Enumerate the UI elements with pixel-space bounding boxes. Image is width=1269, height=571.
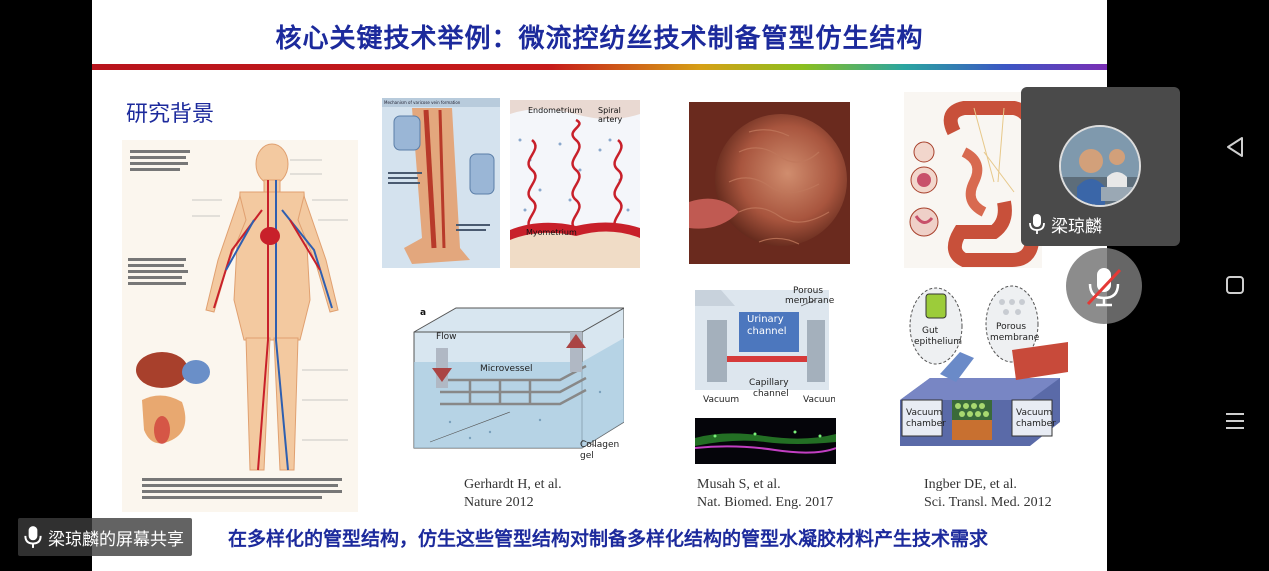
gut-chamber-left-label: chamber xyxy=(906,419,946,429)
mute-button[interactable] xyxy=(1066,248,1142,324)
gut-vacuum-right-label: Vacuum xyxy=(1016,408,1053,418)
caption-gerhardt-journal: Nature 2012 xyxy=(464,495,534,510)
urinary-label: Urinary xyxy=(747,314,784,325)
avatar xyxy=(1059,125,1141,207)
leg-vein-figure: Mechanism of varicose vein formation xyxy=(382,98,500,268)
vessel-panel-letter: a xyxy=(420,308,427,318)
gut-label: Gut xyxy=(922,326,939,336)
home-square-icon xyxy=(1226,276,1244,294)
title-underline-bar xyxy=(92,64,1107,70)
spiral-artery-illustration xyxy=(510,100,640,268)
participant-name-row: 梁琼麟 xyxy=(1029,211,1102,237)
spiral-artery-label: Spiral artery xyxy=(598,106,623,124)
slide-title: 核心关键技术举例：微流控纺丝技术制备管型仿生结构 xyxy=(275,24,924,54)
gut-vacuum-left-label: Vacuum xyxy=(906,408,943,418)
screen-share-banner: 梁琼麟的屏幕共享 xyxy=(18,518,192,556)
kidney-chip-figure: Porous membrane Urinary channel Capillar… xyxy=(695,286,835,410)
shared-slide: 核心关键技术举例：微流控纺丝技术制备管型仿生结构 研究背景 xyxy=(92,0,1107,571)
menu-lines-icon xyxy=(1226,413,1244,429)
endometrium-figure: Endometrium Spiral artery Myometrium xyxy=(510,100,640,268)
participant-name: 梁琼麟 xyxy=(1051,216,1102,237)
slide-bottom-text: 在多样化的管型结构，仿生这些管型结构对制备多样化结构的管型水凝胶材料产生技术需求 xyxy=(228,528,989,550)
kidney-membrane-label: membrane xyxy=(785,296,835,306)
human-circulatory-figure xyxy=(122,140,358,512)
section-label: 研究背景 xyxy=(126,102,215,127)
leg-vein-illustration xyxy=(382,98,500,268)
kidney-vacuum-right-label: Vacuum xyxy=(803,395,835,405)
intestine-figure xyxy=(904,92,1042,268)
microphone-muted-icon xyxy=(1086,268,1122,307)
caption-gerhardt-author: Gerhardt H, et al. xyxy=(464,477,562,492)
kidney-vacuum-left-label: Vacuum xyxy=(703,395,740,405)
home-button[interactable] xyxy=(1220,270,1250,300)
microvessel-figure: a Flow Microvessel Collagen gel xyxy=(410,292,624,466)
caption-musah-author: Musah S, et al. xyxy=(697,477,781,492)
urinary-channel-label: channel xyxy=(747,326,787,337)
capillary-label: Capillary xyxy=(749,378,789,388)
microphone-icon xyxy=(24,526,42,548)
avatar-photo xyxy=(1061,127,1139,205)
menu-button[interactable] xyxy=(1220,406,1250,436)
capillary-channel-label: channel xyxy=(753,389,789,399)
fluorescence-image xyxy=(695,418,836,464)
gut-membrane-label: membrane xyxy=(990,333,1040,343)
microvessel-illustration xyxy=(413,307,624,449)
gut-porous-label: Porous xyxy=(996,322,1027,332)
gel-label: gel xyxy=(580,451,594,461)
back-triangle-icon xyxy=(1227,137,1243,157)
screen-share-label: 梁琼麟的屏幕共享 xyxy=(48,529,184,550)
gut-chamber-right-label: chamber xyxy=(1016,419,1056,429)
kidney-porous-label: Porous xyxy=(793,286,824,296)
gut-chip-illustration xyxy=(900,285,1068,446)
epithelium-label: epithelium xyxy=(914,337,962,347)
intestine-illustration xyxy=(904,92,1042,268)
caption-ingber-author: Ingber DE, et al. xyxy=(924,477,1017,492)
endometrium-label: Endometrium xyxy=(528,106,583,115)
participant-tile[interactable]: 梁琼麟 xyxy=(1021,87,1180,246)
organ-photo xyxy=(689,102,850,264)
caption-musah-journal: Nat. Biomed. Eng. 2017 xyxy=(697,495,834,510)
organ-tissue-photo xyxy=(689,102,850,264)
kidney-chip-illustration xyxy=(695,290,829,390)
myometrium-label: Myometrium xyxy=(526,228,577,237)
gut-chip-figure: Gut epithelium Porous membrane Vacuum ch… xyxy=(900,282,1070,450)
microvessel-label: Microvessel xyxy=(480,364,533,374)
collagen-label: Collagen xyxy=(580,440,620,450)
caption-ingber-journal: Sci. Transl. Med. 2012 xyxy=(924,495,1052,510)
human-body-illustration xyxy=(122,140,358,512)
fluorescence-micrograph xyxy=(695,418,836,464)
microphone-icon xyxy=(1029,214,1045,234)
flow-label: Flow xyxy=(436,332,457,342)
leg-figure-title: Mechanism of varicose vein formation xyxy=(384,100,461,105)
system-nav-bar xyxy=(1200,0,1269,571)
back-button[interactable] xyxy=(1220,132,1250,162)
